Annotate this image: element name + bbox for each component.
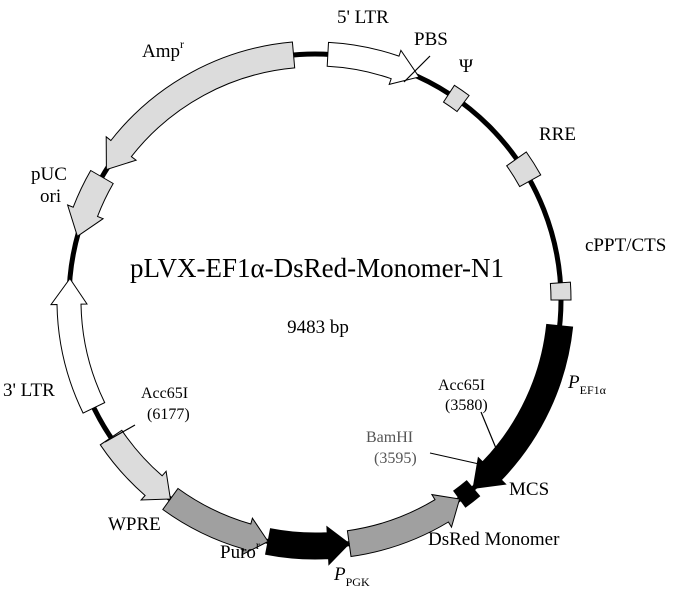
- label-rre: RRE: [539, 124, 576, 145]
- p-ef1a-arrow: [472, 323, 574, 489]
- puc-arrow: [66, 169, 114, 238]
- label-pbs: PBS: [414, 29, 448, 50]
- label-cppt: cPPT/CTS: [585, 235, 666, 256]
- site-acc65i-6177-name: Acc65I: [141, 385, 188, 402]
- label-ori: ori: [40, 186, 61, 207]
- label-mcs: MCS: [509, 479, 549, 500]
- label-psi: Ψ: [459, 56, 473, 77]
- label-dsred: DsRed Monomer: [428, 529, 560, 550]
- psi-box: [442, 84, 470, 113]
- wpre-arrow: [99, 429, 171, 501]
- label-p-pgk: PPGK: [333, 564, 370, 589]
- cppt-box: [549, 281, 572, 301]
- rre-box: [506, 151, 542, 188]
- label-3ltr: 3' LTR: [3, 380, 55, 401]
- site-bamhi-name: BamHI: [366, 429, 413, 446]
- mcs-box: [453, 480, 481, 508]
- tick-acc65i-6177: [104, 424, 136, 443]
- ltr5-arrow: [326, 41, 420, 86]
- amp-arrow: [105, 41, 296, 171]
- tick-bamhi-3595: [429, 452, 489, 467]
- label-wpre: WPRE: [108, 514, 161, 535]
- plasmid-size: 9483 bp: [287, 317, 349, 338]
- site-acc65i-3580-pos: (3580): [445, 397, 488, 414]
- site-acc65i-6177-pos: (6177): [147, 406, 190, 423]
- tick-acc65i-3580: [480, 411, 506, 471]
- label-puc: pUC: [31, 164, 67, 185]
- restriction-ticks: [104, 55, 506, 471]
- feature-shapes: [50, 41, 574, 566]
- label-5ltr: 5' LTR: [337, 7, 389, 28]
- label-puro: Puror: [220, 538, 260, 563]
- ltr3-arrow: [50, 277, 106, 414]
- site-acc65i-3580-name: Acc65I: [438, 377, 485, 394]
- tick-ltr5-pbs: [403, 55, 431, 83]
- plasmid-name: pLVX-EF1α-DsRed-Monomer-N1: [130, 253, 504, 283]
- site-bamhi-pos: (3595): [374, 450, 417, 467]
- label-amp: Ampr: [142, 37, 184, 62]
- p-pgk-arrow: [265, 525, 350, 566]
- label-p-ef1a: PEF1α: [567, 372, 607, 397]
